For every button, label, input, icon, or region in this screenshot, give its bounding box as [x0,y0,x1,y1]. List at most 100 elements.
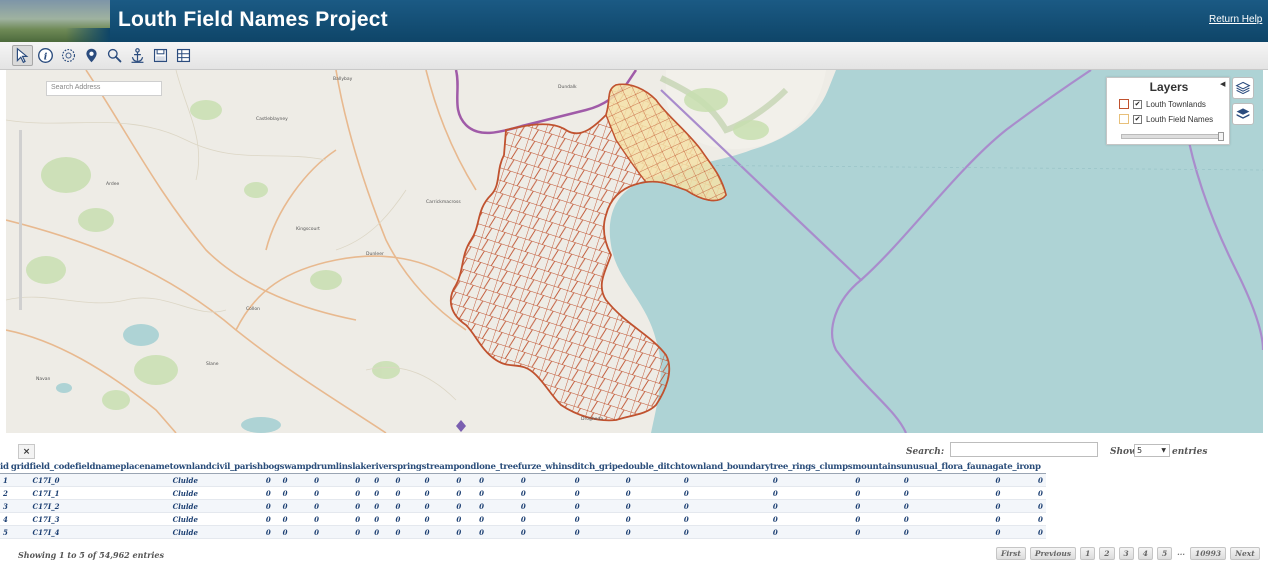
pager-first-button[interactable]: First [996,547,1026,560]
zoom-slider[interactable] [19,130,22,310]
pager-page-2[interactable]: 2 [1099,547,1115,560]
column-header[interactable]: swamp [279,461,312,474]
attribute-table-tool-button[interactable] [173,45,194,66]
column-header[interactable]: ditch_gripe [571,461,623,474]
table-cell: 0 [622,499,681,513]
pager-page-5[interactable]: 5 [1156,547,1173,560]
layer-opacity-slider[interactable] [1121,132,1224,141]
map-view[interactable]: Ballybay Castleblayney Dundalk Carrickma… [6,70,1263,433]
collapse-arrow-icon[interactable]: ◀ [1220,80,1226,88]
layers-filled-icon [1236,108,1250,119]
table-cell: Clulde [169,525,212,539]
lasso-select-icon [61,48,76,63]
select-tool-button[interactable] [12,45,33,66]
column-header[interactable]: lake [352,461,372,474]
lasso-tool-button[interactable] [58,45,79,66]
place-label-castleblayney: Castleblayney [256,116,288,122]
table-cell: 0 [279,525,312,539]
minor-roads [6,70,457,401]
column-header[interactable]: placename [120,461,170,474]
table-cell: C17I_1 [29,486,75,500]
table-cell [10,499,30,513]
column-header[interactable]: bog [262,461,280,474]
column-header[interactable]: townland [169,461,212,474]
pager-previous-button[interactable]: Previous [1029,547,1077,560]
table-cell: 0 [392,473,422,487]
column-header[interactable]: furze_whins [517,461,572,474]
table-cell: 0 [279,499,312,513]
column-header[interactable]: fieldname [74,461,121,474]
column-header[interactable]: id [0,461,11,474]
column-header[interactable]: civil_parish [211,461,263,474]
return-help-link[interactable]: Return Help [1209,14,1263,25]
base-layers-button[interactable] [1232,77,1254,99]
place-label-kingscourt: Kingscourt [296,226,320,232]
table-cell: 0 [900,512,993,526]
close-table-button[interactable]: × [18,444,35,459]
table-cell: 0 [900,525,993,539]
pager-last-page[interactable]: 10993 [1190,547,1227,560]
pager-page-4[interactable]: 4 [1137,547,1153,560]
column-header[interactable]: river [371,461,393,474]
place-marker-tool-button[interactable] [81,45,102,66]
table-cell: 0 [680,512,770,526]
table-cell: 0 [1034,486,1046,500]
table-cell: 4 [0,512,11,526]
place-label-ardee: Ardee [106,181,119,187]
column-header[interactable]: stream [421,461,454,474]
table-cell [10,486,30,500]
anchor-tool-button[interactable] [127,45,148,66]
overlay-layers-button[interactable] [1232,103,1254,125]
address-search-input[interactable]: Search Address [46,81,162,96]
column-header[interactable]: tree_rings_clumps [769,461,853,474]
table-cell: 0 [352,512,372,526]
table-search-input[interactable] [950,442,1098,457]
table-cell: 3 [0,499,11,513]
table-cell: 0 [571,473,623,487]
column-header[interactable]: spring [392,461,422,474]
column-header[interactable]: field_code [29,461,75,474]
layer-row-field-names[interactable]: ✔ Louth Field Names [1119,113,1213,125]
column-header[interactable]: drumlins [311,461,353,474]
table-cell: 0 [1034,525,1046,539]
column-header[interactable]: lone_tree [476,461,518,474]
table-cell: 0 [852,525,901,539]
column-header[interactable]: unusual_flora_fauna [900,461,993,474]
pager-page-1[interactable]: 1 [1080,547,1096,560]
column-header[interactable]: double_ditch [622,461,681,474]
layer-checkbox-field-names[interactable]: ✔ [1133,114,1142,124]
table-cell: 0 [517,486,572,500]
map-marker-icon [456,420,466,432]
layer-swatch-townlands [1119,99,1129,109]
slider-handle[interactable] [1218,132,1224,141]
entries-per-page-select[interactable]: 5 ▼ [1134,444,1170,457]
layer-checkbox-townlands[interactable]: ✔ [1133,99,1142,109]
layer-row-townlands[interactable]: ✔ Louth Townlands [1119,98,1206,110]
table-cell: 0 [392,486,422,500]
table-cell: 0 [517,512,572,526]
attribute-table: id grid field_code fieldname placename t… [0,461,1046,539]
column-header[interactable]: grid [10,461,30,474]
zoom-tool-button[interactable] [104,45,125,66]
layer-label-field-names: Louth Field Names [1146,114,1214,124]
table-cell: 0 [453,499,477,513]
column-header[interactable]: gate_iron [992,461,1035,474]
column-header[interactable]: townland_boundary [680,461,770,474]
column-header[interactable]: p [1034,461,1046,474]
table-cell: 0 [421,512,454,526]
pager-next-button[interactable]: Next [1230,547,1260,560]
table-cell: 0 [371,486,393,500]
table-cell: 0 [453,486,477,500]
table-cell: 0 [900,473,993,487]
table-scroll-area[interactable]: id grid field_code fieldname placename t… [0,461,1268,539]
save-tool-button[interactable] [150,45,171,66]
pager-page-3[interactable]: 3 [1118,547,1134,560]
column-header[interactable]: pond [453,461,477,474]
identify-tool-button[interactable]: i [35,45,56,66]
column-header[interactable]: mountains [852,461,901,474]
